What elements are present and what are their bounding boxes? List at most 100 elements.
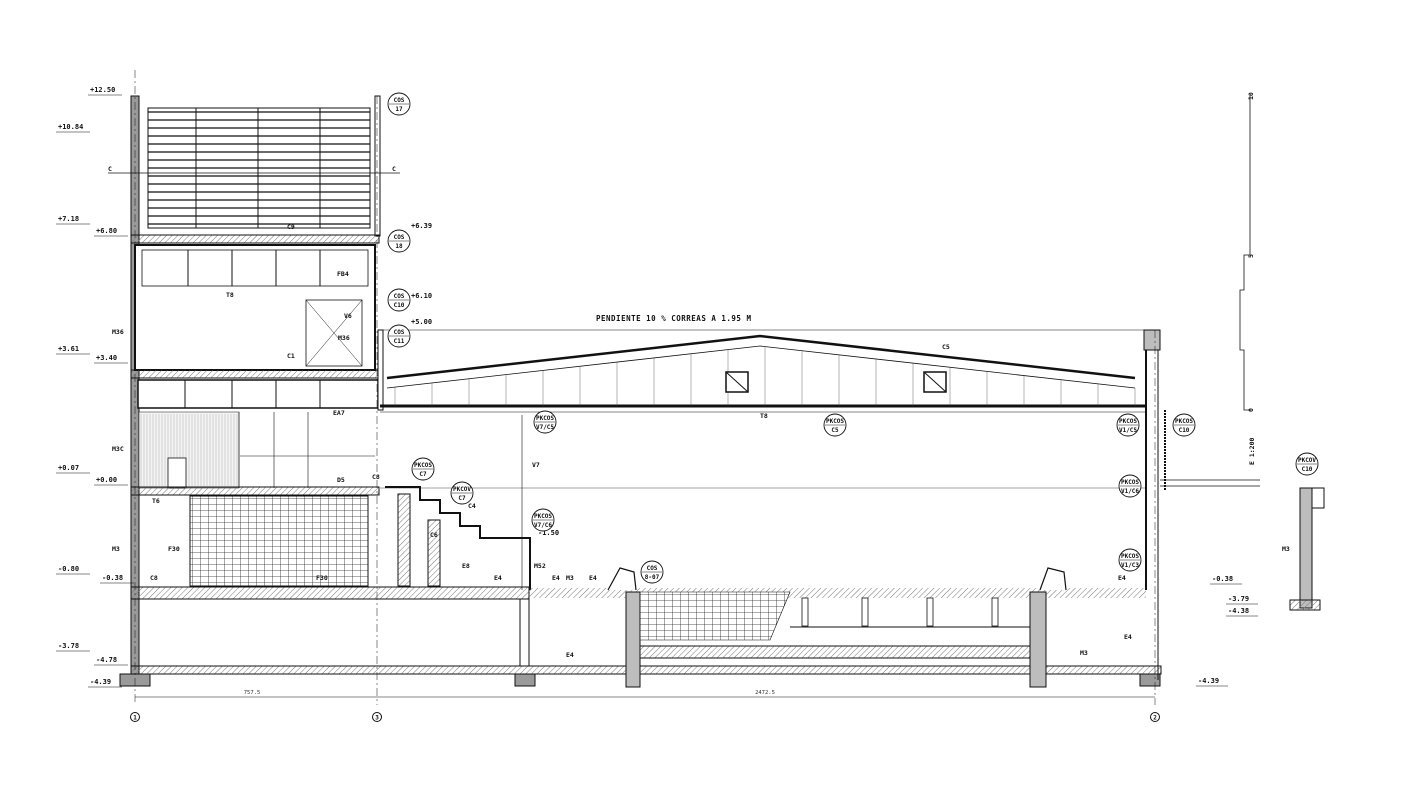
level-mark: -3.78: [58, 642, 79, 650]
callout-tag-top: PKCOS: [1175, 418, 1193, 425]
callout-tag-bottom: C10: [394, 302, 405, 309]
element-tag: E4: [566, 651, 574, 659]
element-tag: M3: [566, 574, 574, 582]
callout-tag-top: COS: [647, 565, 658, 572]
level-mark: -4.39: [1198, 677, 1219, 685]
element-tag: M3: [1080, 649, 1088, 657]
element-tag: C1: [287, 352, 295, 360]
scale-label: E 1:200: [1248, 438, 1256, 465]
roof-line: [386, 334, 1136, 380]
element-tag: M3: [1282, 545, 1290, 553]
foundation-slab: [130, 665, 1162, 675]
callout-tag-bottom: V7/C5: [536, 424, 554, 431]
callout-tag-top: PKCOS: [536, 415, 554, 422]
level-mark: +3.61: [58, 345, 79, 353]
callout-tag: PKCOS C10: [1172, 413, 1196, 437]
callout-tag-top: PKCOS: [1121, 553, 1139, 560]
element-tag: E4: [589, 574, 597, 582]
element-tag: E4: [1118, 574, 1126, 582]
callout-tag-bottom: C5: [831, 427, 839, 434]
circle-tags: COS17COS18COSC10COSC11PKCOSC7PKCOVC7PKCO…: [387, 92, 1319, 584]
element-tag: C9: [287, 223, 295, 231]
level-mark: -1.50: [538, 529, 559, 537]
scale-tick: 5: [1247, 254, 1255, 258]
element-tag: M36: [112, 328, 124, 336]
callout-tag-top: PKCOV: [1298, 457, 1316, 464]
element-tag: V7: [532, 461, 540, 469]
slab-basement: [130, 586, 530, 600]
element-tag: EA7: [333, 409, 345, 417]
callout-tag-bottom: 17: [395, 106, 403, 113]
callout-tag-bottom: C10: [1302, 466, 1313, 473]
callout-tag-bottom: C7: [458, 495, 466, 502]
callout-tag: COS C10: [387, 288, 411, 312]
callout-tag-bottom: C10: [1179, 427, 1190, 434]
level-mark: +6.80: [96, 227, 117, 235]
pool-wall-right: [1029, 591, 1047, 688]
slab-ground: [130, 486, 380, 496]
callout-tag: PKCOS C5: [823, 413, 847, 437]
callout-tag: PKCOS V1/C5: [1116, 413, 1140, 437]
level-mark: +5.00: [411, 318, 432, 326]
mesh-panel: [189, 495, 369, 587]
callout-tag-bottom: V1/C5: [1119, 427, 1137, 434]
element-tag: C5: [942, 343, 950, 351]
scale-tick: 0: [1247, 408, 1255, 412]
element-tag: E8: [462, 562, 470, 570]
callout-tag-bottom: V7/C6: [534, 522, 552, 529]
element-tag: C6: [430, 531, 438, 539]
roof-note-group: PENDIENTE 10 % CORREAS A 1.95 M: [596, 314, 751, 323]
callout-tag-bottom: V1/C3: [1121, 562, 1139, 569]
louvre-panel: [147, 107, 371, 229]
level-mark: -4.78: [96, 656, 117, 664]
callout-tag-bottom: V1/C6: [1121, 488, 1139, 495]
element-tag: C8: [372, 473, 380, 481]
callout-tag: PKCOS V1/C3: [1118, 548, 1142, 572]
element-tag: D5: [337, 476, 345, 484]
callout-tag-top: PKCOV: [453, 486, 471, 493]
level-mark: -0.38: [102, 574, 123, 582]
level-mark: +0.07: [58, 464, 79, 472]
level-mark: +10.84: [58, 123, 83, 131]
level-mark: -4.38: [1228, 607, 1249, 615]
level-mark: -0.80: [58, 565, 79, 573]
element-tag: E4: [494, 574, 502, 582]
grid-axis-markers: 1 3 2: [130, 712, 1160, 722]
element-tag: M3: [112, 545, 120, 553]
element-tag: E4: [552, 574, 560, 582]
level-mark: +3.40: [96, 354, 117, 362]
callout-tag: PKCOV C10: [1295, 452, 1319, 476]
level-mark: -0.38: [1212, 575, 1233, 583]
callout-tag-top: PKCOS: [1119, 418, 1137, 425]
element-tag: M52: [534, 562, 546, 570]
level-mark: -4.39: [90, 678, 111, 686]
callout-tag-top: PKCOS: [826, 418, 844, 425]
element-tag: M36: [338, 334, 350, 342]
element-tag: F30: [168, 545, 180, 553]
element-tag: T8: [226, 291, 234, 299]
callout-tag-bottom: C7: [419, 471, 427, 478]
element-tag: C8: [150, 574, 158, 582]
element-tag: V6: [344, 312, 352, 320]
callout-tag-bottom: C11: [394, 338, 405, 345]
element-tag: C: [392, 165, 396, 173]
roof-slope-note: PENDIENTE 10 % CORREAS A 1.95 M: [596, 314, 751, 323]
level-mark: +12.50: [90, 86, 115, 94]
dimension-text: 757.5: [244, 690, 261, 696]
level-mark: +0.00: [96, 476, 117, 484]
level-marks-right: -0.38-3.79-4.38-4.39: [1196, 575, 1258, 687]
slab-plant: [130, 234, 380, 244]
element-tag: T8: [760, 412, 768, 420]
element-tag: E4: [1124, 633, 1132, 641]
element-tag: T6: [152, 497, 160, 505]
callout-tag-top: COS: [394, 293, 405, 300]
level-marks-left: +12.50+10.84+7.18+6.80+3.61+3.40+0.07+0.…: [56, 86, 134, 688]
structure: [108, 70, 1325, 705]
